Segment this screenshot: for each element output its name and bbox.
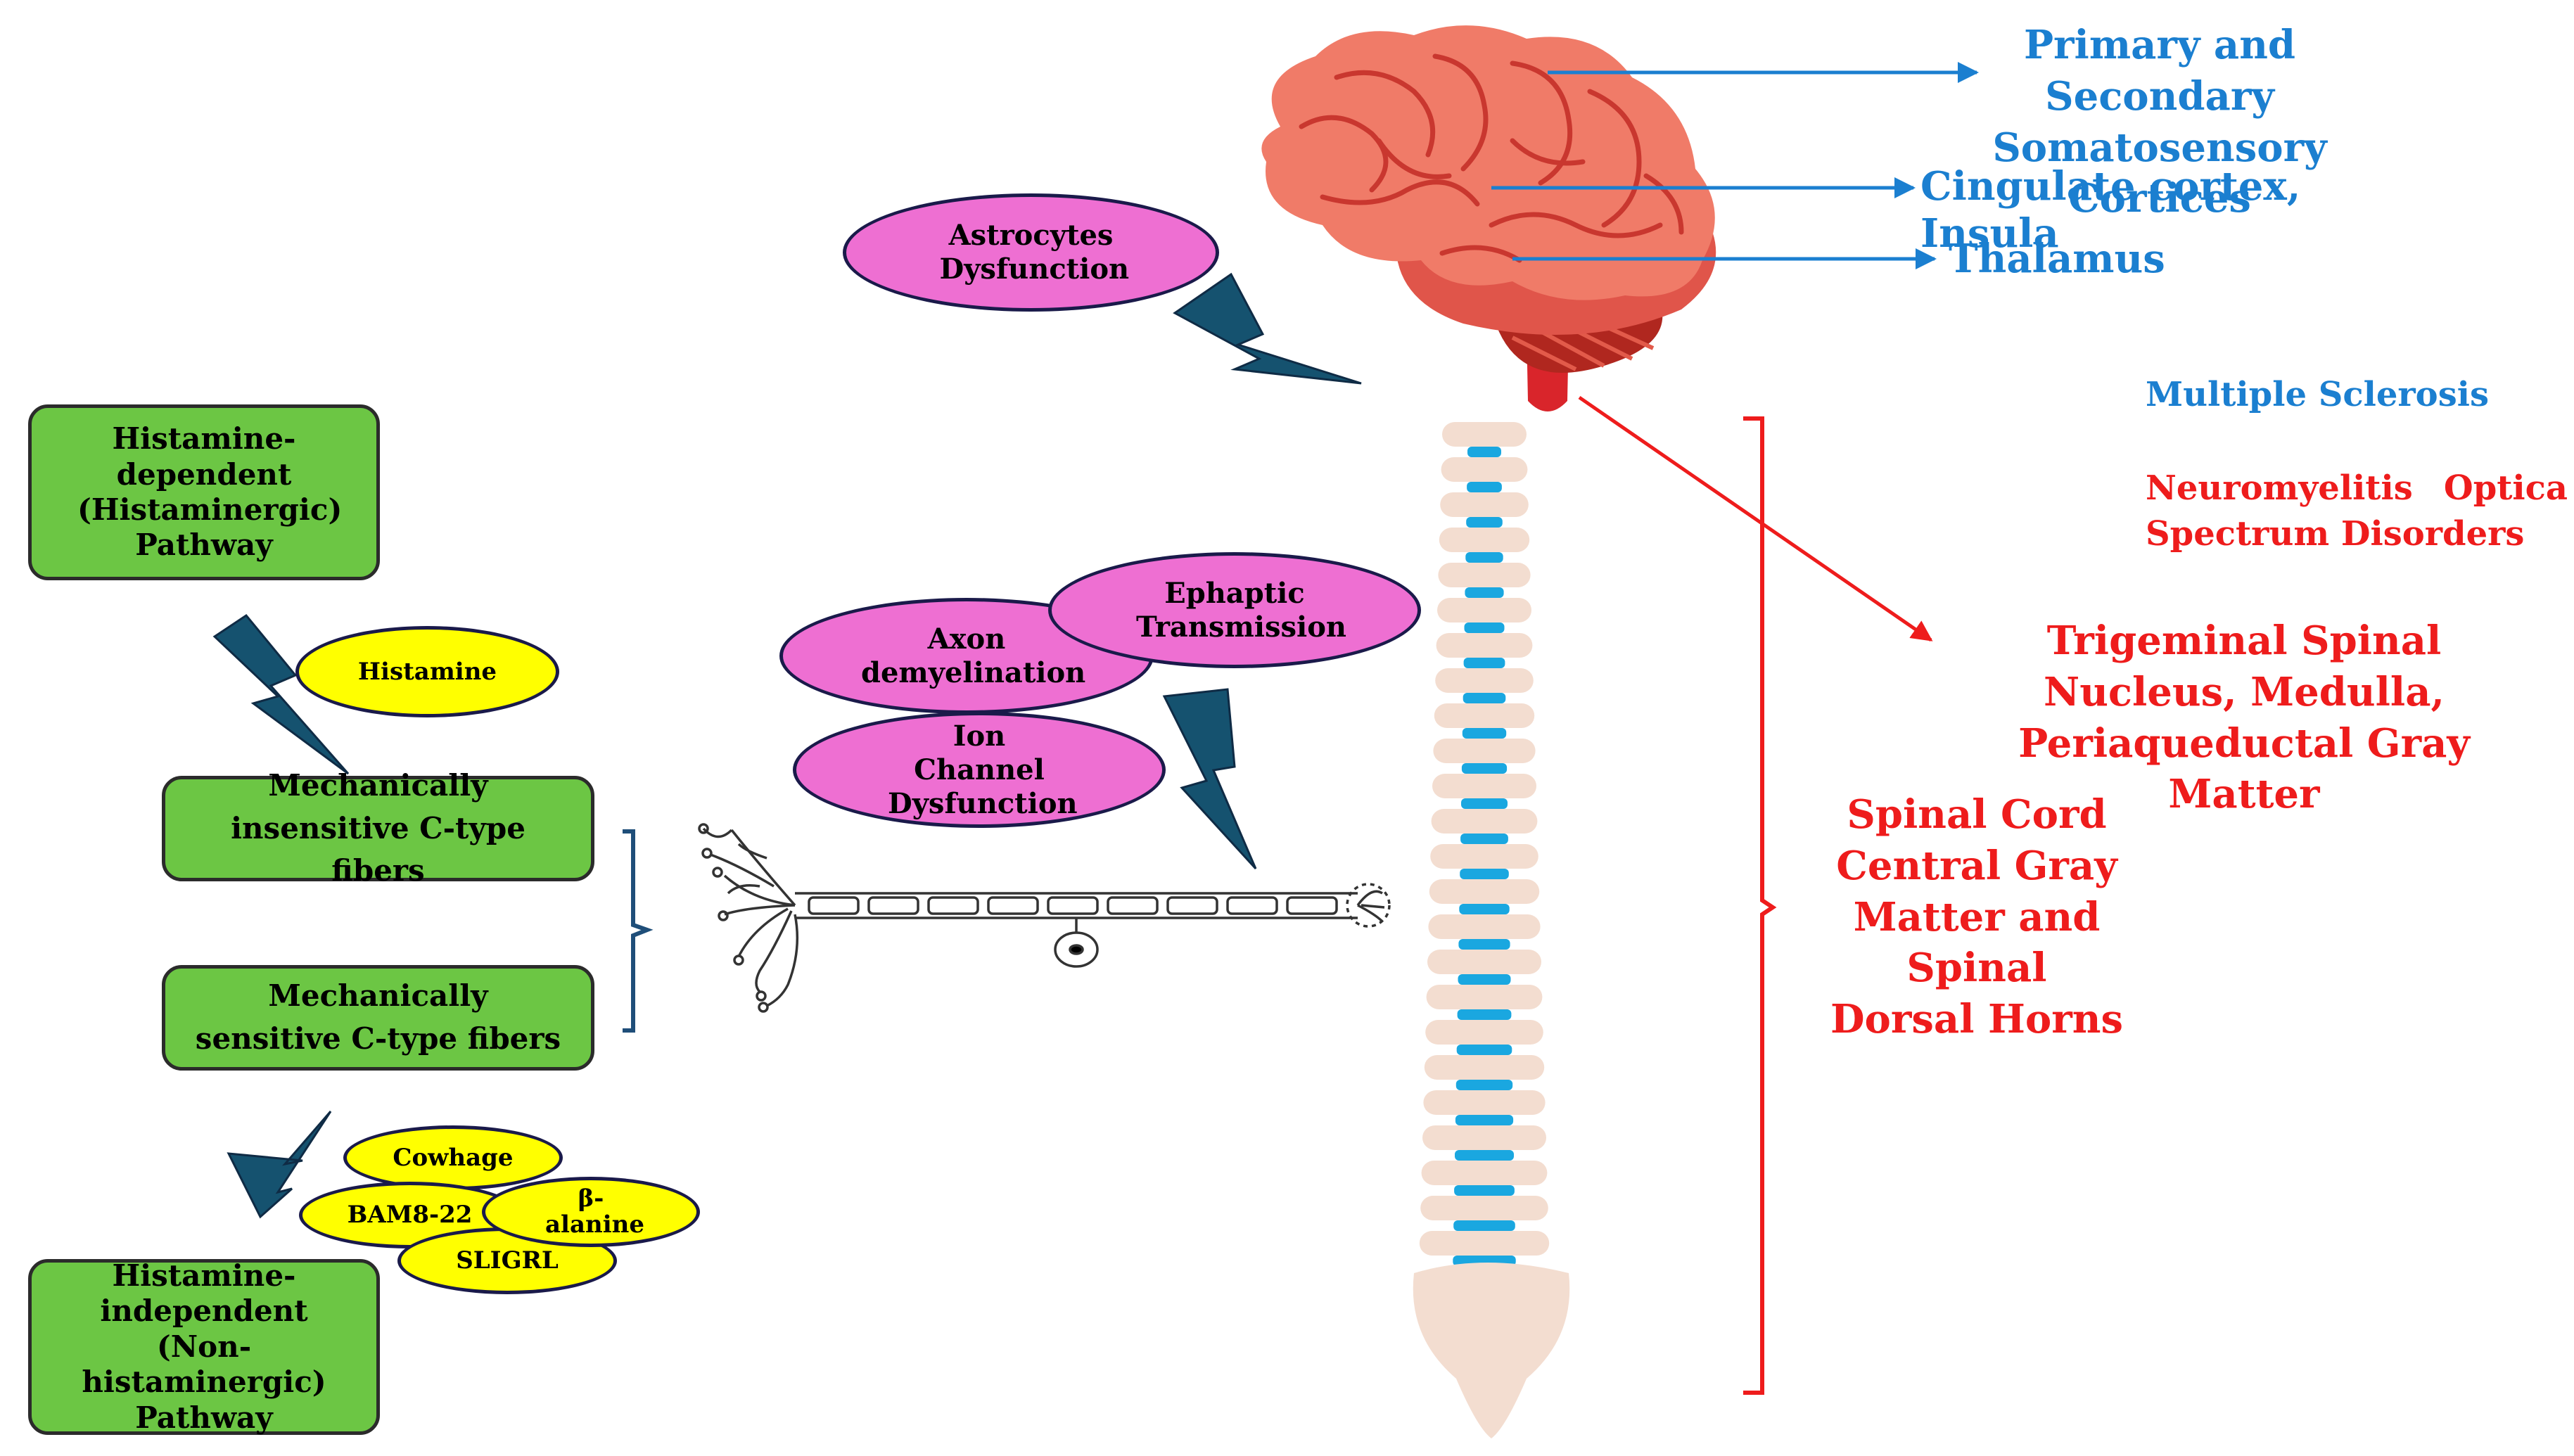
ion-channel-oval: Ion Channel Dysfunction <box>793 712 1166 828</box>
vertebra <box>1422 1125 1546 1150</box>
vertebra <box>1441 457 1528 482</box>
sligrl-label: SLIGRL <box>456 1246 559 1275</box>
nmosd-label: Neuromyelitis Optica Spectrum Disorders <box>2146 468 2568 554</box>
vertebra <box>1430 844 1538 869</box>
bolt-astrocytes <box>1173 272 1362 385</box>
multiple-sclerosis-label: Multiple Sclerosis <box>2146 375 2489 414</box>
spinal-cord-label: Spinal Cord Central Gray Matter and Spin… <box>1830 791 2123 1043</box>
vertebra <box>1427 950 1541 974</box>
spinal-disc <box>1460 869 1509 879</box>
non-histaminergic-pathway-label: Histamine-independent (Non-histaminergic… <box>82 1258 326 1435</box>
spinal-disc <box>1455 1115 1514 1125</box>
bam-label: BAM8-22 <box>347 1201 473 1230</box>
histaminergic-pathway-box: Histamine-dependent (Histaminergic) Path… <box>28 404 380 580</box>
vertebra <box>1424 1055 1545 1080</box>
vertebra <box>1436 633 1533 658</box>
spinal-disc <box>1458 974 1511 985</box>
vertebra <box>1423 1090 1546 1115</box>
vertebra <box>1420 1196 1548 1220</box>
spinal-disc <box>1453 1220 1515 1231</box>
vertebra <box>1439 528 1530 552</box>
vertebra <box>1438 563 1531 587</box>
spinal-disc <box>1463 658 1505 668</box>
vertebra <box>1435 668 1534 693</box>
vertebra <box>1429 879 1540 904</box>
insensitive-fibers-box: Mechanically insensitive C-type fibers <box>162 768 594 888</box>
vertebra <box>1440 492 1529 517</box>
vertebra <box>1437 598 1531 622</box>
spinal-disc <box>1467 482 1502 492</box>
cowhage-oval: Cowhage <box>343 1125 563 1190</box>
spinal-disc <box>1465 552 1503 563</box>
bolt-non-histaminergic <box>227 1111 332 1219</box>
spinal-disc <box>1467 447 1501 457</box>
histamine-label: Histamine <box>357 657 497 686</box>
spinal-disc <box>1455 1150 1514 1161</box>
myelin-segment <box>1107 896 1159 915</box>
spinal-disc <box>1458 939 1510 950</box>
astrocytes-label: Astrocytes Dysfunction <box>939 219 1130 286</box>
bolt-histamine <box>212 613 350 775</box>
myelin-segment <box>1166 896 1218 915</box>
ion-channel-label: Ion Channel Dysfunction <box>888 719 1078 820</box>
bolt-neuron <box>1162 688 1257 870</box>
spinal-disc <box>1466 517 1503 528</box>
vertebra <box>1431 809 1538 834</box>
brain-illustration <box>1261 25 1716 411</box>
myelin-segment <box>987 896 1039 915</box>
spinal-disc <box>1465 587 1504 598</box>
trigeminal-label: Trigeminal Spinal Nucleus, Medulla, Peri… <box>2018 618 2470 818</box>
arrow-to-trigeminal <box>1578 395 1933 642</box>
thalamus-label: Thalamus <box>1949 236 2165 282</box>
beta-alanine-oval: β-alanine <box>482 1177 700 1247</box>
sacrum <box>1413 1263 1570 1438</box>
myelin-segment <box>1226 896 1278 915</box>
myelin-segment <box>867 896 919 915</box>
neuron-illustration <box>698 823 1391 1013</box>
spinal-disc <box>1459 904 1510 914</box>
vertebra <box>1433 739 1536 763</box>
astrocytes-oval: Astrocytes Dysfunction <box>843 193 1219 312</box>
spinal-disc <box>1454 1185 1515 1196</box>
histamine-oval: Histamine <box>295 626 559 717</box>
spinal-disc <box>1462 728 1507 739</box>
vertebra <box>1434 703 1535 728</box>
vertebra <box>1419 1231 1550 1256</box>
vertebra <box>1442 422 1527 447</box>
fiber-bracket <box>623 829 654 1033</box>
vertebra <box>1428 914 1541 939</box>
myelin-segment <box>927 896 979 915</box>
cortices-label: Primary and Secondary Somatosensory Cort… <box>1992 22 2327 222</box>
sensitive-fibers-box: Mechanically sensitive C-type fibers <box>162 965 594 1071</box>
non-histaminergic-pathway-box: Histamine-independent (Non-histaminergic… <box>28 1258 380 1435</box>
sensitive-fibers-label: Mechanically sensitive C-type fibers <box>195 978 561 1056</box>
spinal-disc <box>1463 693 1506 703</box>
cingulate-label: Cingulate cortex, Insula <box>1920 163 2301 257</box>
spinal-bracket <box>1743 416 1777 1395</box>
ephaptic-label: Ephaptic Transmission <box>1136 576 1346 644</box>
ephaptic-oval: Ephaptic Transmission <box>1048 552 1421 668</box>
myelin-segment <box>1047 896 1099 915</box>
spinal-column-illustration <box>1413 422 1570 1438</box>
vertebra <box>1426 985 1543 1009</box>
vertebra <box>1432 774 1536 798</box>
vertebra <box>1425 1020 1543 1045</box>
spinal-disc <box>1457 1009 1512 1020</box>
spinal-disc <box>1455 1080 1513 1090</box>
spinal-disc <box>1460 834 1508 844</box>
spinal-disc <box>1461 798 1508 809</box>
spinal-disc <box>1461 763 1508 774</box>
histaminergic-pathway-label: Histamine-dependent (Histaminergic) Path… <box>77 421 343 563</box>
myelin-segment <box>1286 896 1338 915</box>
vertebra <box>1421 1161 1548 1185</box>
spinal-disc <box>1456 1045 1512 1055</box>
beta-alanine-label: β-alanine <box>545 1184 644 1239</box>
spinal-disc <box>1464 622 1505 633</box>
cowhage-label: Cowhage <box>393 1143 514 1172</box>
axon-label: Axon demyelination <box>861 622 1086 689</box>
myelin-segment <box>808 896 860 915</box>
insensitive-fibers-label: Mechanically insensitive C-type fibers <box>231 767 525 888</box>
